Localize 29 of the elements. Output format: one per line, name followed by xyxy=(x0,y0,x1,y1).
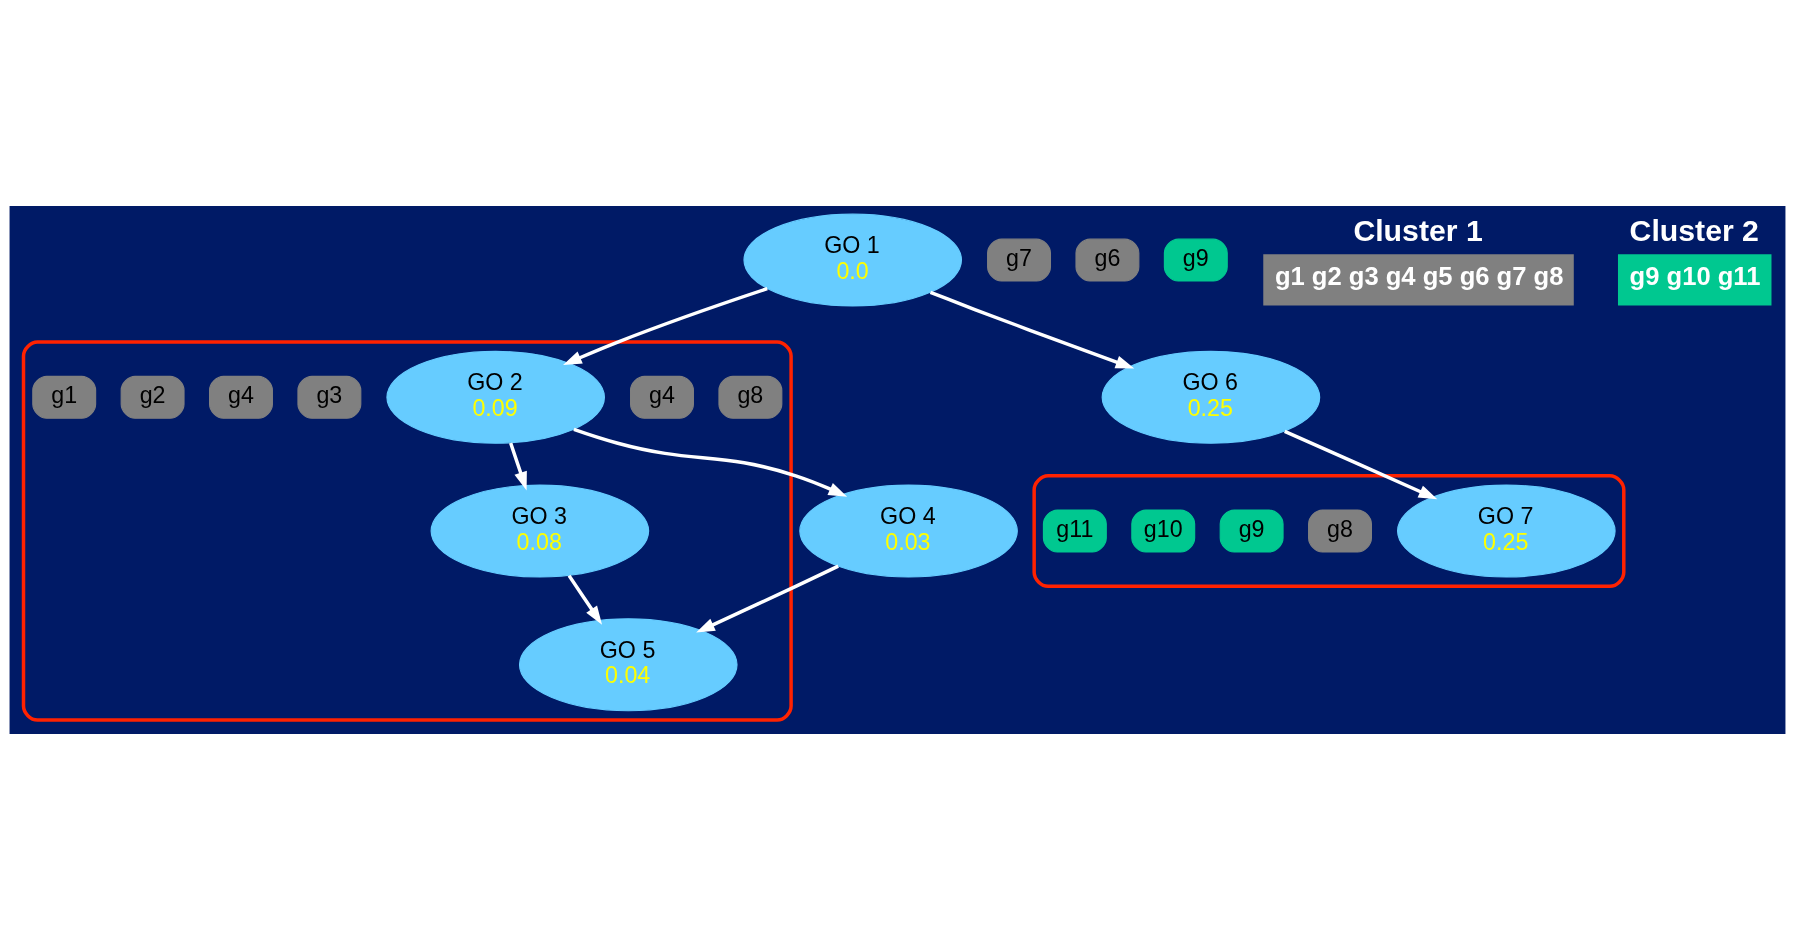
arrow xyxy=(929,290,1135,369)
node-box: g8 xyxy=(718,375,783,419)
node-label: Cluster 2 xyxy=(1629,213,1759,247)
node-box: g1 g2 g3 g4 g5 g6 g7 g8 xyxy=(1263,253,1574,305)
node-ellipse: GO 6 0.25 xyxy=(1101,350,1321,444)
node-ellipse: GO 1 0.0 xyxy=(743,213,963,307)
node-box: g7 xyxy=(987,238,1051,282)
node-box: g10 xyxy=(1131,509,1196,553)
cluster xyxy=(21,339,793,722)
arrow xyxy=(696,564,839,633)
arrow xyxy=(509,441,527,490)
node-box: g3 xyxy=(297,375,362,419)
node-box: g9 g10 g11 xyxy=(1618,253,1772,305)
node-box: g9 xyxy=(1219,509,1284,553)
node-box: g2 xyxy=(120,375,185,419)
node-box: g4 xyxy=(209,375,273,419)
node-label: Cluster 1 xyxy=(1353,213,1483,247)
node-box: g1 xyxy=(32,375,97,419)
node-box: g9 xyxy=(1163,238,1228,282)
node-ellipse: GO 3 0.08 xyxy=(430,484,650,578)
arrow xyxy=(563,286,768,365)
arrow xyxy=(573,427,848,497)
arrow xyxy=(1284,429,1438,499)
arrow xyxy=(567,574,603,625)
node-box: g4 xyxy=(630,375,694,419)
node-box: g6 xyxy=(1075,238,1140,282)
node-box: g8 xyxy=(1308,509,1372,553)
node-box: g11 xyxy=(1042,509,1107,553)
cluster xyxy=(1032,473,1626,588)
